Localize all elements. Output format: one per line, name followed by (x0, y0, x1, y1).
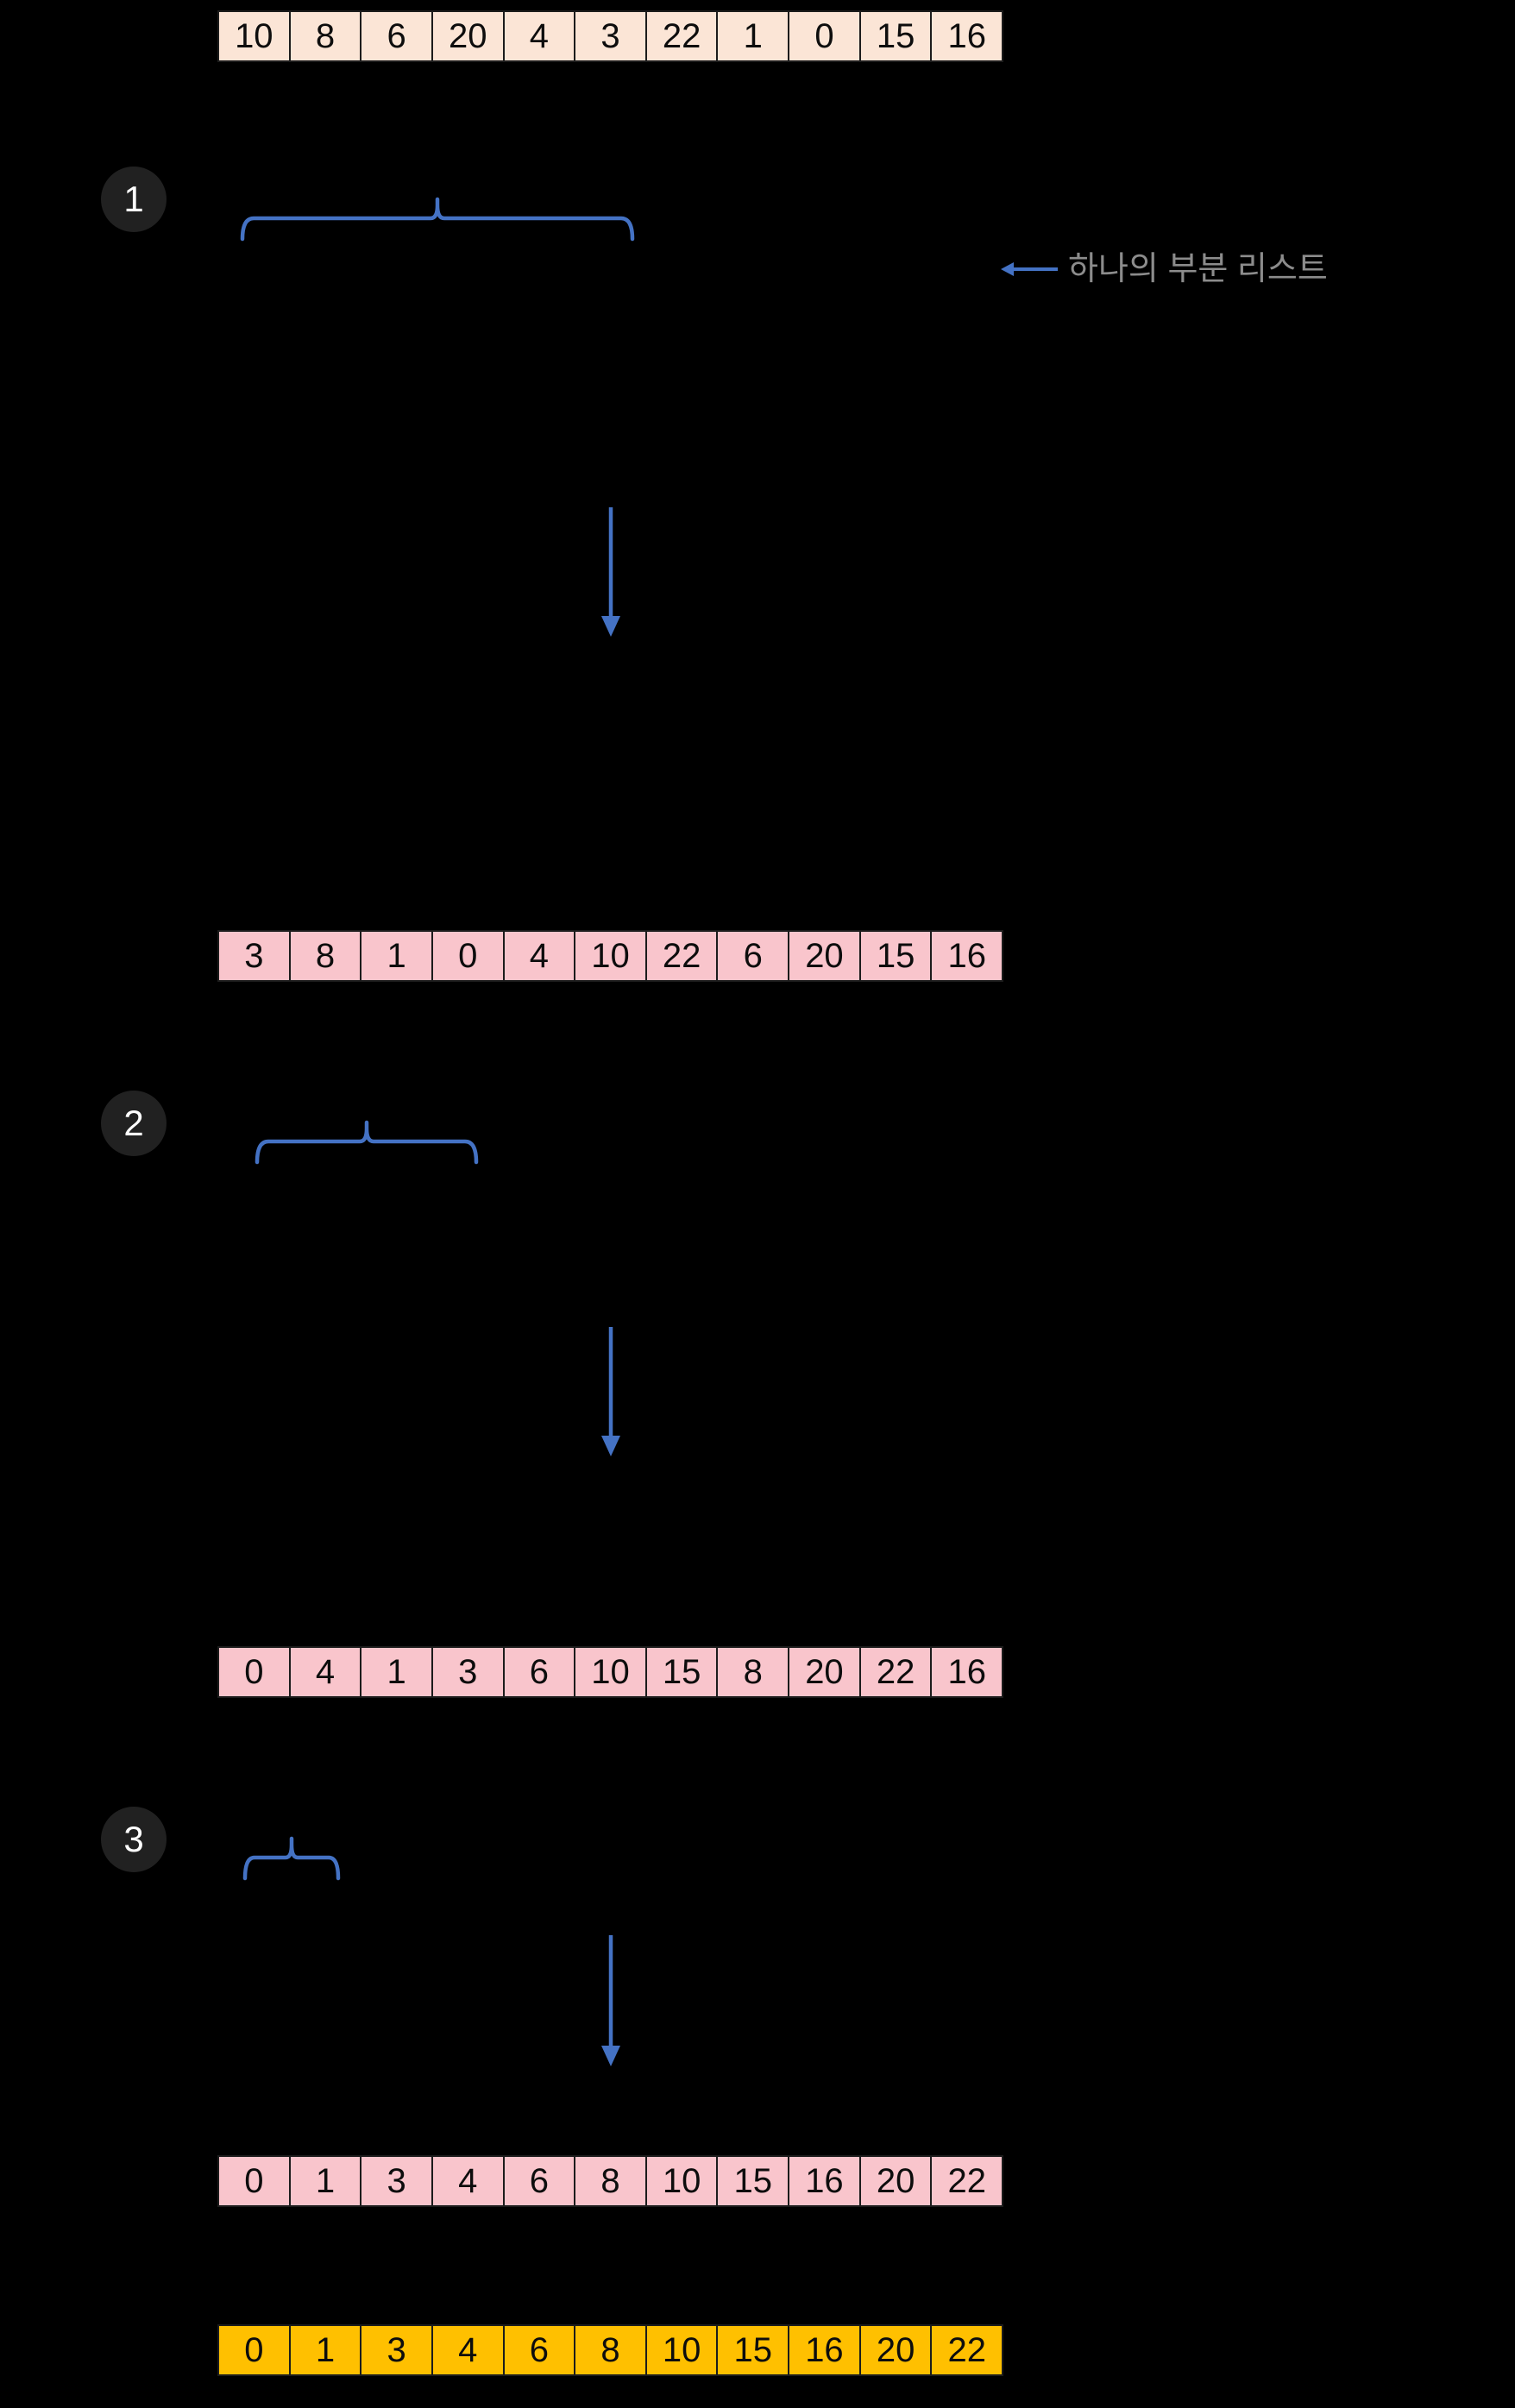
array-cell: 1 (291, 2326, 362, 2374)
array-cell: 3 (361, 2157, 433, 2205)
array-cell: 15 (861, 12, 933, 60)
array-cell: 15 (718, 2157, 790, 2205)
array-cell: 16 (789, 2157, 861, 2205)
array-cell: 22 (947, 2331, 986, 2369)
array-cell: 22 (647, 932, 719, 980)
array-cell: 10 (647, 2326, 719, 2374)
array-cell: 4 (433, 2157, 505, 2205)
step2-badge: 2 (101, 1091, 167, 1156)
array-cell: 0 (433, 932, 505, 980)
array-cell: 22 (647, 12, 719, 60)
step3-badge: 3 (101, 1807, 167, 1872)
array-cell: 8 (575, 2326, 647, 2374)
array-cell: 6 (718, 932, 790, 980)
step1-badge: 1 (101, 167, 167, 232)
array-cell: 16 (947, 1653, 986, 1691)
array-cell: 20 (861, 2326, 933, 2374)
array-cell: 0 (219, 2157, 291, 2205)
array-cell: 1 (718, 12, 790, 60)
array-cell: 6 (505, 1648, 576, 1696)
array-cell: 10 (575, 1648, 647, 1696)
array-cell: 10 (219, 12, 291, 60)
array-cell: 4 (505, 12, 576, 60)
array-cell: 3 (575, 12, 647, 60)
array-cell: 6 (505, 2157, 576, 2205)
array-cell: 16 (947, 937, 986, 975)
array-cell: 8 (291, 12, 362, 60)
array-cell: 20 (861, 2157, 933, 2205)
overbrace-icon (255, 1120, 479, 1165)
array-cell: 20 (789, 1648, 861, 1696)
array-cell: 15 (647, 1648, 719, 1696)
array-cell: 8 (291, 932, 362, 980)
left-arrow-icon (1001, 262, 1058, 276)
down-arrow-icon (601, 507, 620, 637)
array-cell: 3 (219, 932, 291, 980)
array-cell: 3 (433, 1648, 505, 1696)
array-cell: 20 (433, 12, 505, 60)
array-cell: 8 (575, 2157, 647, 2205)
array-cell: 4 (433, 2326, 505, 2374)
array-cell: 15 (861, 932, 933, 980)
array-cell: 0 (789, 12, 861, 60)
array-cell: 15 (718, 2326, 790, 2374)
overbrace-icon (242, 1836, 341, 1881)
down-arrow-icon (601, 1327, 620, 1456)
array-cell: 6 (505, 2326, 576, 2374)
array-cell: 16 (947, 17, 986, 55)
down-arrow-icon (601, 1935, 620, 2066)
array-cell: 22 (947, 2162, 986, 2200)
sublist-annotation-label: 하나의 부분 리스트 (1068, 251, 1328, 287)
array-cell: 20 (789, 932, 861, 980)
array-cell: 8 (718, 1648, 790, 1696)
array-cell: 16 (789, 2326, 861, 2374)
array-cell: 4 (505, 932, 576, 980)
array-cell: 22 (861, 1648, 933, 1696)
array-cell: 0 (219, 2326, 291, 2374)
array-cell: 10 (575, 932, 647, 980)
array-cell: 10 (647, 2157, 719, 2205)
array-cell: 1 (291, 2157, 362, 2205)
array-cell: 6 (361, 12, 433, 60)
array-cell: 4 (291, 1648, 362, 1696)
array-cell: 1 (361, 1648, 433, 1696)
overbrace-icon (240, 197, 635, 242)
array-cell: 1 (361, 932, 433, 980)
array-cell: 0 (219, 1648, 291, 1696)
array-cell: 3 (361, 2326, 433, 2374)
